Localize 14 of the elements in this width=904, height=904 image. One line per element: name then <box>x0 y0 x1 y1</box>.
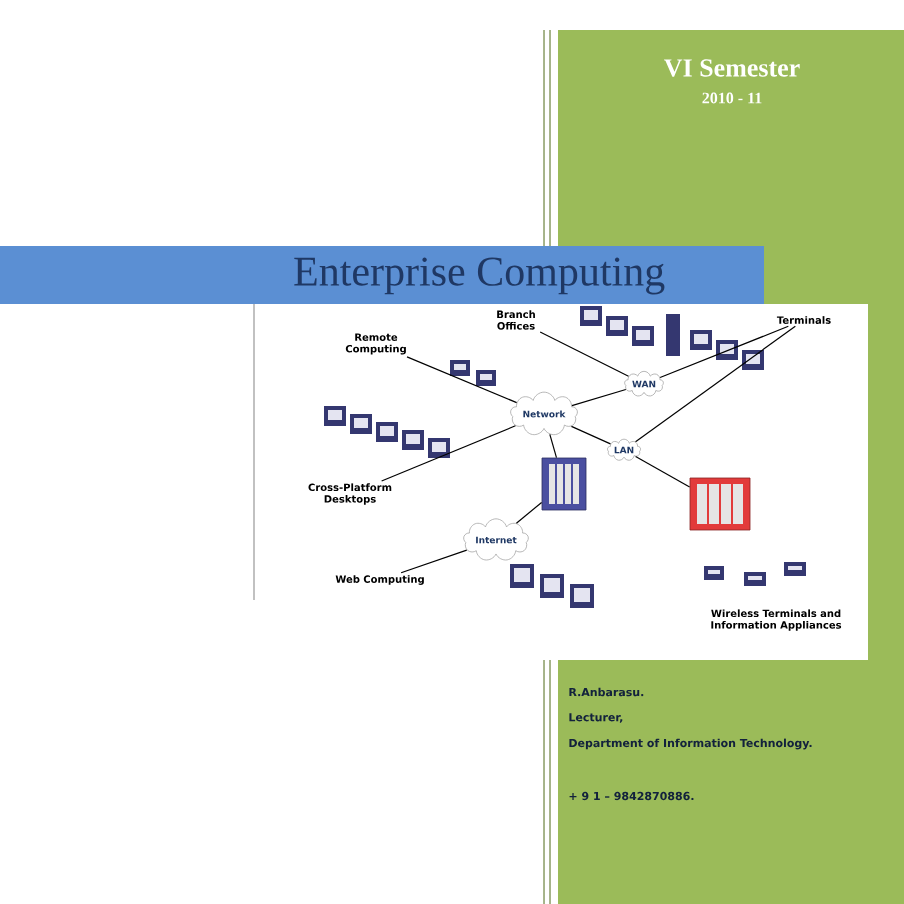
connector-line <box>539 331 630 377</box>
connector-line <box>635 455 691 488</box>
connector-line <box>515 501 543 524</box>
year-text: 2010 - 11 <box>702 92 762 104</box>
title: Enterprise Computing <box>294 257 665 295</box>
connector-line <box>381 425 517 482</box>
connector-line <box>400 549 468 574</box>
semester-text: VI Semester <box>664 59 800 77</box>
connector-line <box>634 325 796 443</box>
connector-line <box>570 425 611 445</box>
connector-line <box>571 388 627 407</box>
connector-line <box>659 325 789 379</box>
connector-line <box>406 356 518 404</box>
connector-line <box>549 433 558 459</box>
